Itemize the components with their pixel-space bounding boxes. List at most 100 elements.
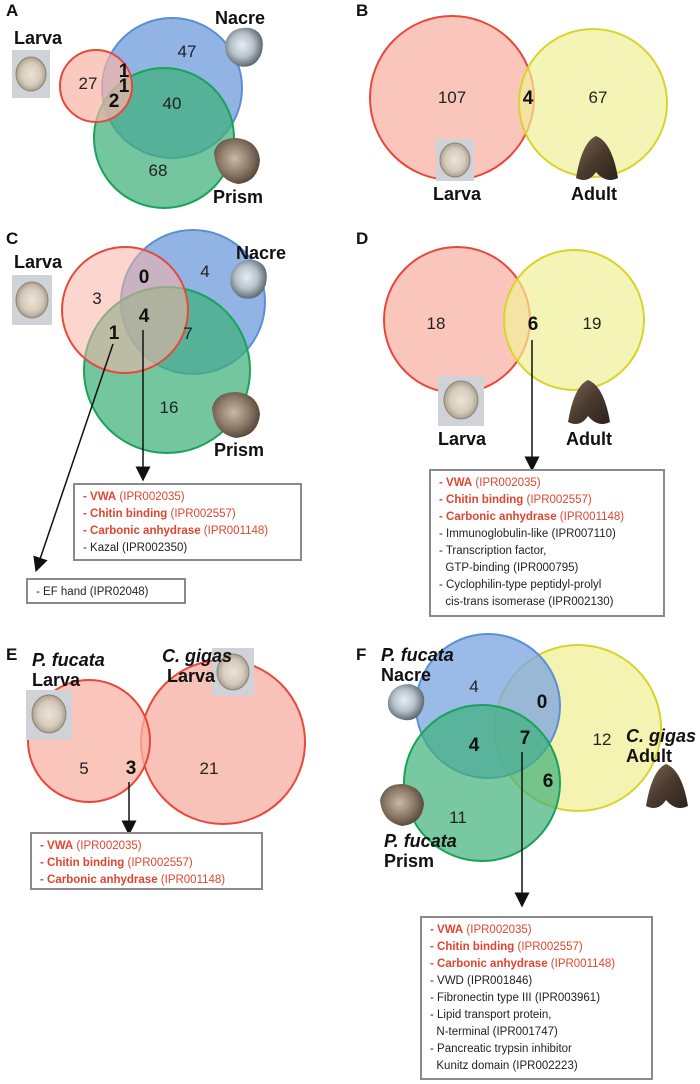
- domain-list-item: - VWA (IPR002035): [439, 475, 655, 492]
- count-shared: 6: [528, 314, 539, 335]
- domain-id: (IPR002557): [167, 508, 236, 520]
- count-cg-only: 21: [200, 759, 219, 778]
- count-larva-prism: 2: [109, 91, 120, 112]
- count-shared: 4: [523, 88, 534, 109]
- count-all-three: 4: [139, 306, 150, 327]
- domain-list-item: - Lipid transport protein,: [430, 1009, 552, 1021]
- count-nacre-prism: 7: [183, 324, 192, 343]
- domain-list-item: - Carbonic anhydrase (IPR001148): [83, 523, 292, 540]
- label-prism-stage: Prism: [384, 851, 434, 871]
- count-larva-only: 107: [438, 88, 466, 107]
- label-adult-species: C. gigas: [626, 726, 696, 746]
- panel-letter-a: A: [6, 1, 18, 20]
- domain-name: - VWA: [439, 477, 473, 489]
- count-nacre-only: 4: [200, 262, 209, 281]
- panel-e: E P. fucata Larva C. gigas Larva 5 3 21: [6, 645, 306, 836]
- nacre-shell-icon: [225, 27, 263, 67]
- count-adult-only: 67: [589, 88, 608, 107]
- panel-e-domain-box: - VWA (IPR002035)- Chitin binding (IPR00…: [30, 832, 263, 890]
- label-larva: Larva: [14, 252, 63, 272]
- domain-list-item: - Pancreatic trypsin inhibitor: [430, 1043, 572, 1055]
- panel-c-ef-hand-box: - EF hand (IPR02048): [26, 578, 186, 604]
- count-larva-only: 18: [427, 314, 446, 333]
- adult-circle: [503, 249, 645, 391]
- domain-id: (IPR001148): [556, 511, 625, 523]
- domain-id: (IPR002557): [124, 857, 193, 869]
- count-adult-only: 19: [583, 314, 602, 333]
- prism-circle: [93, 67, 235, 209]
- adult-circle: [518, 28, 668, 178]
- domain-list-item: - Carbonic anhydrase (IPR001148): [40, 872, 253, 889]
- domain-list-item: - Immunoglobulin-like (IPR007110): [439, 528, 616, 540]
- domain-id: (IPR001148): [200, 525, 269, 537]
- domain-name: - Carbonic anhydrase: [439, 511, 557, 523]
- domain-id: (IPR002035): [463, 924, 532, 936]
- domain-id: (IPR002557): [514, 941, 583, 953]
- label-adult: Adult: [571, 184, 617, 204]
- count-larva-nacre: 0: [139, 267, 150, 288]
- panel-letter-e: E: [6, 645, 17, 664]
- label-cg-species: C. gigas: [162, 646, 232, 666]
- adult-oyster-icon: [576, 136, 618, 180]
- larva-shell-icon: [439, 142, 471, 178]
- count-pf-only: 5: [79, 759, 88, 778]
- label-prism-species: P. fucata: [384, 831, 457, 851]
- domain-list-item: N-terminal (IPR001747): [430, 1026, 558, 1038]
- panel-c: C Larva Nacre Prism 3 4 16 0 4 1 7: [6, 229, 286, 573]
- domain-list-item: - Carbonic anhydrase (IPR001148): [439, 509, 655, 526]
- pf-larva-shell-icon: [31, 694, 67, 734]
- domain-list-item: - VWA (IPR002035): [40, 838, 253, 855]
- count-shared: 3: [126, 758, 137, 779]
- prism-shell-icon: [380, 784, 424, 826]
- prism-shell-icon: [212, 392, 260, 438]
- domain-id: (IPR001148): [157, 874, 226, 886]
- panel-letter-c: C: [6, 229, 18, 248]
- panel-d: D Larva Adult 18 6 19: [356, 229, 645, 472]
- count-nacre-only: 4: [469, 677, 478, 696]
- label-nacre-species: P. fucata: [381, 645, 454, 665]
- cg-larva-shell-icon: [216, 653, 250, 691]
- count-prism-only: 16: [160, 398, 179, 417]
- panel-letter-b: B: [356, 1, 368, 20]
- domain-list-item: - Chitin binding (IPR002557): [439, 492, 655, 509]
- count-larva-only: 3: [92, 289, 101, 308]
- domain-list-item: - Fibronectin type III (IPR003961): [430, 992, 601, 1004]
- domain-name: - VWA: [83, 491, 117, 503]
- adult-oyster-icon: [568, 380, 610, 424]
- domain-name: - Chitin binding: [430, 941, 515, 953]
- label-prism: Prism: [214, 440, 264, 460]
- count-all-three: 7: [520, 728, 531, 749]
- domain-name: - Chitin binding: [40, 857, 125, 869]
- label-pf-species: P. fucata: [32, 650, 105, 670]
- nacre-shell-icon: [230, 259, 267, 299]
- domain-list-item: cis-trans isomerase (IPR002130): [439, 596, 614, 608]
- label-nacre: Nacre: [215, 8, 265, 28]
- nacre-shell-icon: [387, 684, 425, 721]
- domain-list-item: Kunitz domain (IPR002223): [430, 1060, 578, 1072]
- domain-id: (IPR001148): [547, 958, 616, 970]
- count-nacre-adult: 0: [537, 692, 548, 713]
- domain-list-item: - Transcription factor,: [439, 545, 547, 557]
- domain-list-item: - VWD (IPR001846): [430, 975, 533, 987]
- count-nacre-prism: 4: [469, 735, 480, 756]
- prism-circle: [403, 704, 561, 862]
- prism-shell-icon: [214, 138, 260, 184]
- count-adult-only: 12: [593, 730, 612, 749]
- domain-list-item: - EF hand (IPR02048): [36, 586, 149, 598]
- panel-letter-f: F: [356, 645, 366, 664]
- count-larva-nacre-prism: 1: [119, 76, 130, 97]
- domain-list-item: - Chitin binding (IPR002557): [40, 855, 253, 872]
- domain-id: (IPR002035): [472, 477, 541, 489]
- count-larva-only: 27: [79, 74, 98, 93]
- label-nacre-stage: Nacre: [381, 665, 431, 685]
- count-nacre-prism: 40: [163, 94, 182, 113]
- label-larva: Larva: [438, 429, 487, 449]
- count-larva-prism: 1: [109, 323, 120, 344]
- panel-c-domain-box: - VWA (IPR002035)- Chitin binding (IPR00…: [73, 483, 302, 561]
- domain-name: - Carbonic anhydrase: [40, 874, 158, 886]
- larva-circle: [61, 246, 189, 374]
- domain-name: - Chitin binding: [83, 508, 168, 520]
- label-pf-stage: Larva: [32, 670, 81, 690]
- domain-list-item: GTP-binding (IPR000795): [439, 562, 579, 574]
